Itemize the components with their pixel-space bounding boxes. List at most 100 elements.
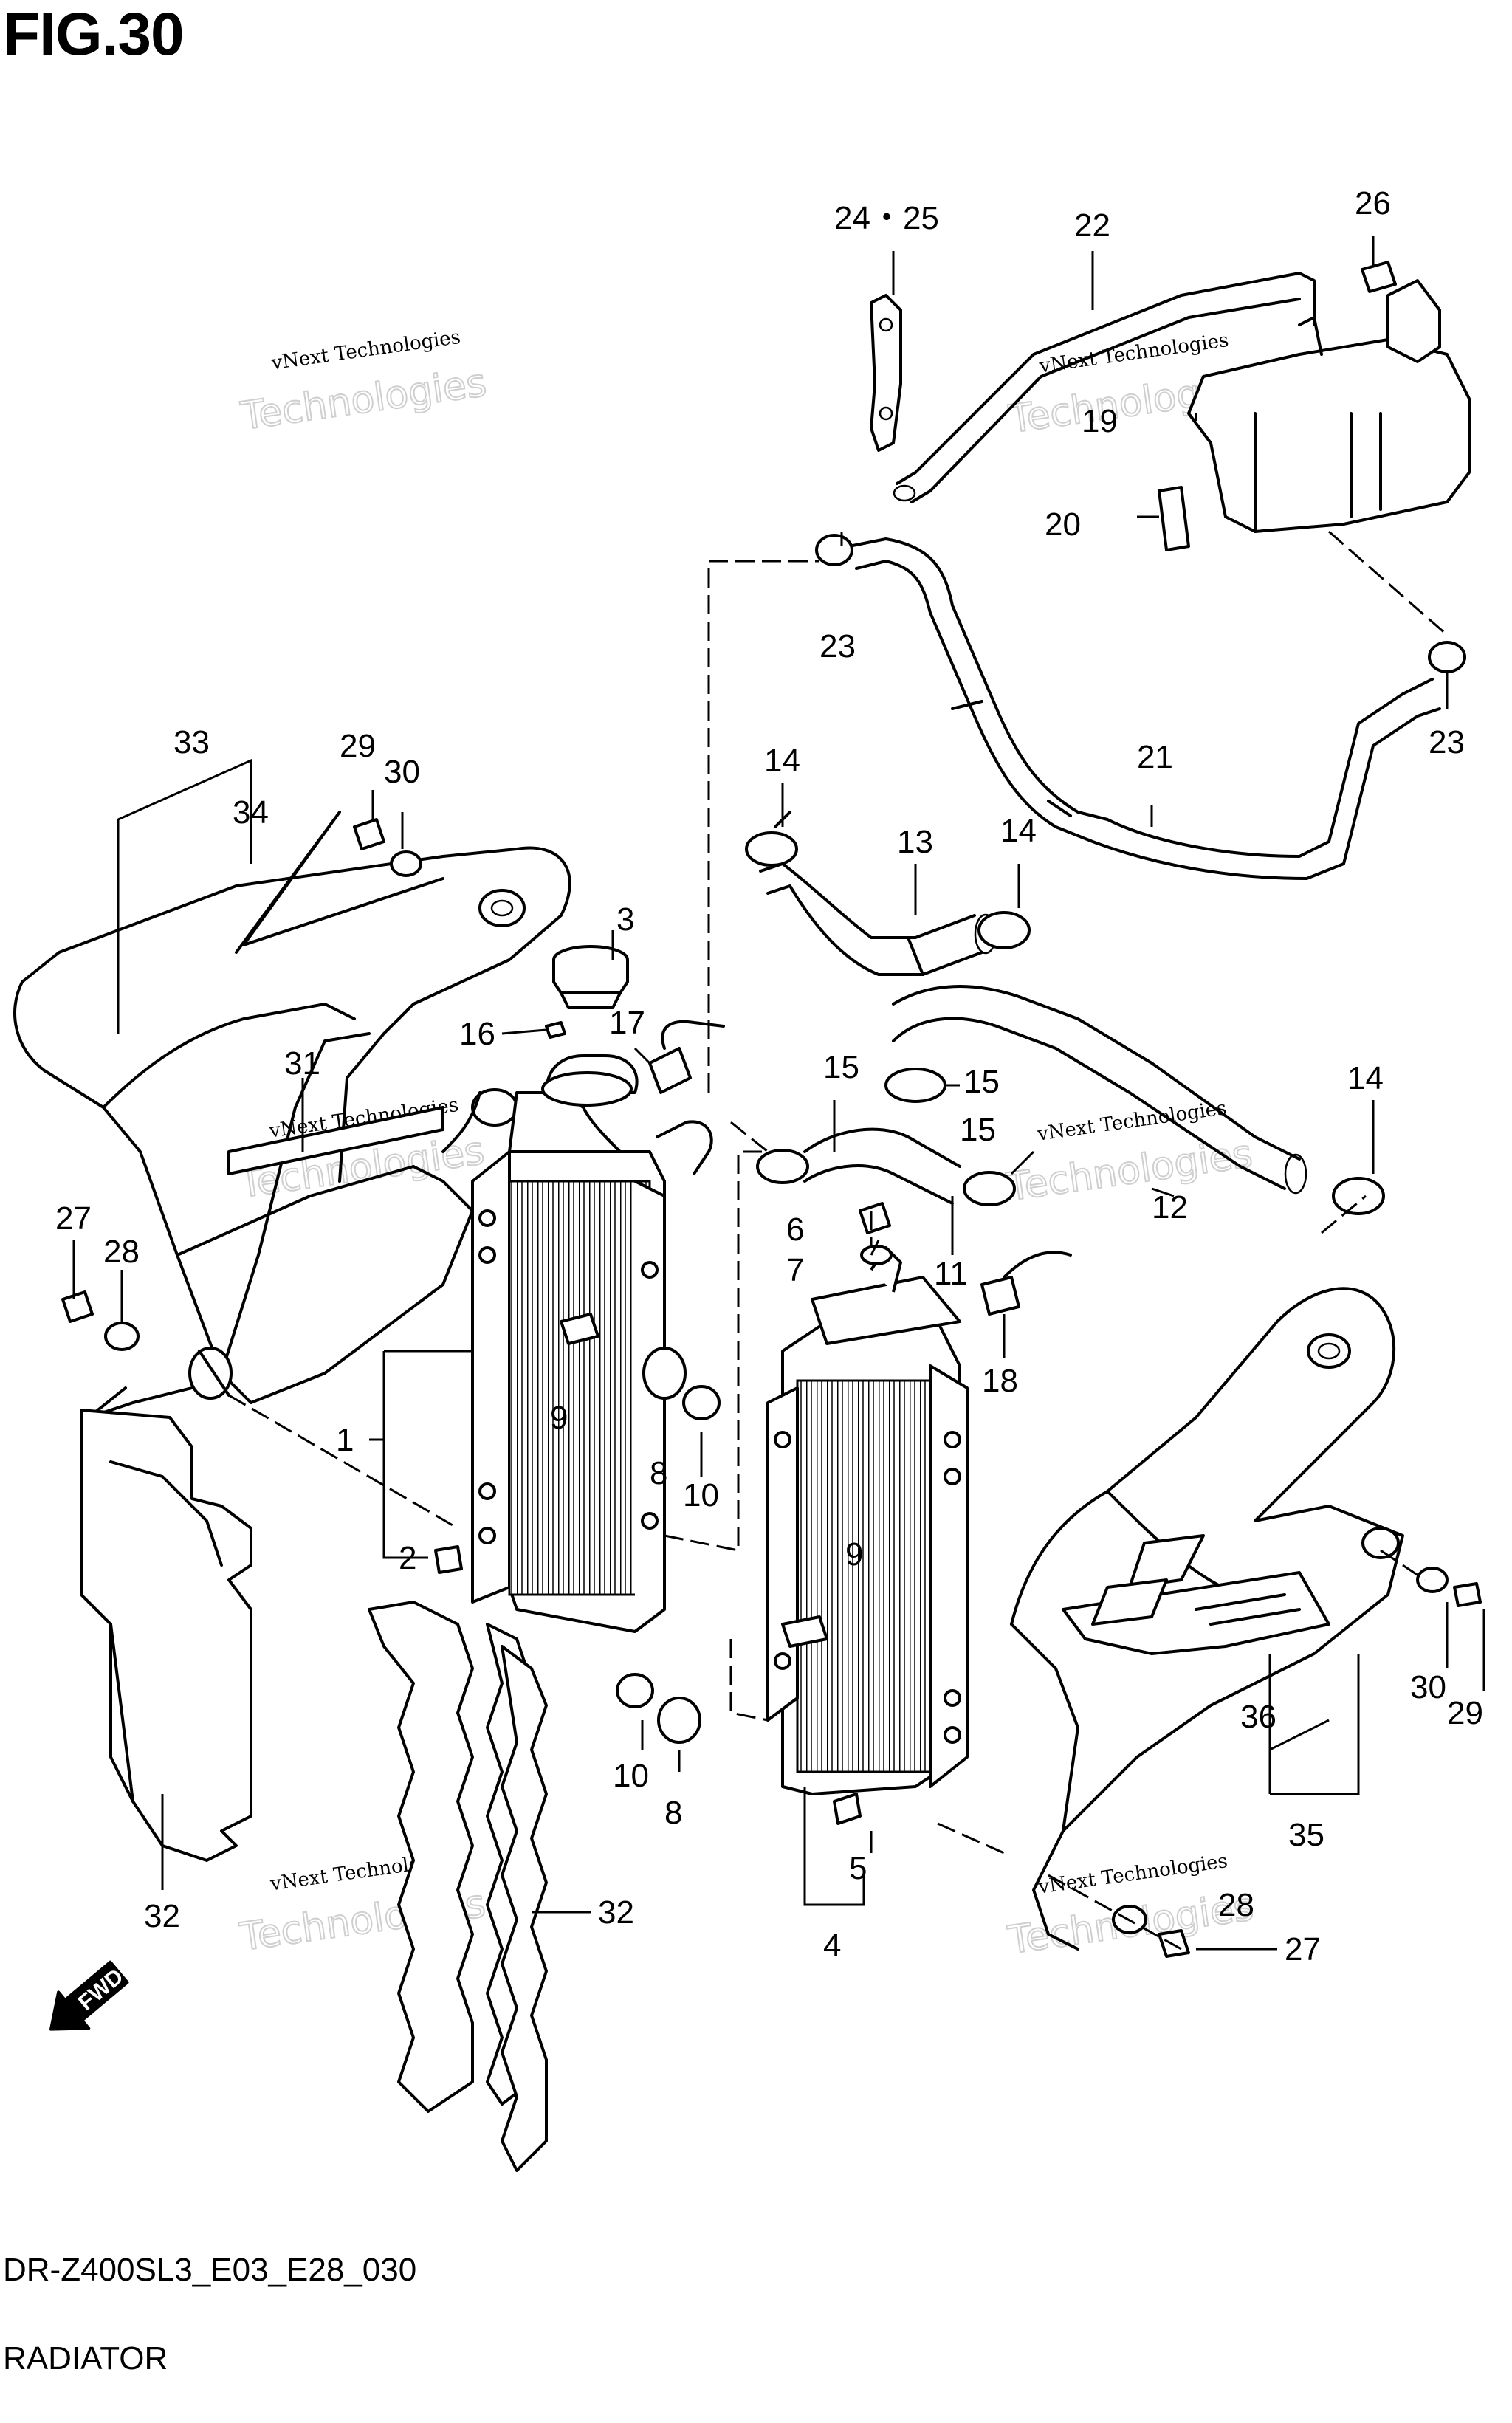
left-radiator [471, 1054, 713, 1633]
leader-lines [72, 236, 1485, 1951]
callout-28b: 28 [1218, 1887, 1254, 1923]
callout-29b: 29 [1447, 1695, 1483, 1731]
bolt-27-right [1158, 1929, 1190, 1958]
callout-1: 1 [336, 1422, 354, 1458]
callout-labels: 33 34 29 30 3 16 17 31 27 28 1 9 8 10 2 … [55, 185, 1483, 1967]
hose-clamp-14-mid [977, 911, 1031, 949]
callout-15: 15 [823, 1049, 859, 1085]
callout-20: 20 [1045, 506, 1081, 543]
washer-30-right [1416, 1567, 1449, 1593]
callout-15c: 15 [960, 1112, 996, 1148]
radiator-guard-right [501, 1645, 548, 2172]
shroud-rubber-strip [227, 1106, 444, 1175]
callout-24-25: 24・25 [834, 200, 939, 236]
callout-8: 8 [650, 1455, 667, 1491]
callout-32b: 32 [598, 1894, 634, 1931]
callout-26: 26 [1355, 185, 1391, 221]
callout-9: 9 [550, 1400, 568, 1436]
callout-4: 4 [823, 1928, 841, 1964]
callout-9b: 9 [845, 1536, 863, 1573]
callout-3: 3 [616, 901, 634, 938]
hose-clamp-15-c [963, 1171, 1016, 1206]
callout-15b: 15 [963, 1064, 1000, 1100]
grommet-8-right [657, 1697, 701, 1744]
reservoir-tank [1187, 279, 1471, 533]
bolt-6 [859, 1202, 891, 1234]
figure-title: FIG.30 [3, 1, 185, 68]
clip-2 [434, 1545, 463, 1574]
callout-19: 19 [1082, 403, 1118, 439]
callout-6: 6 [786, 1212, 804, 1248]
callout-8b: 8 [664, 1795, 682, 1831]
grommet-8-left [642, 1347, 687, 1400]
callout-10b: 10 [613, 1758, 649, 1794]
callout-21: 21 [1137, 739, 1173, 775]
bolt-29-left [353, 818, 385, 850]
callout-30b: 30 [1410, 1669, 1446, 1705]
bolt-26 [1361, 261, 1397, 293]
callout-32: 32 [144, 1898, 180, 1934]
assembly-lines [228, 530, 1448, 1951]
callout-5: 5 [849, 1850, 867, 1886]
clip-5 [833, 1793, 862, 1825]
hose-clip-24-25 [870, 294, 902, 452]
callout-10: 10 [683, 1477, 719, 1513]
bolt-27-left [61, 1290, 94, 1323]
callout-18: 18 [982, 1363, 1018, 1399]
reservoir-breather-hose-22 [893, 272, 1316, 503]
callout-23b: 23 [1429, 724, 1465, 760]
callout-14: 14 [1347, 1060, 1384, 1096]
callout-13: 13 [897, 824, 933, 860]
callout-17: 17 [609, 1005, 645, 1041]
washer-30-left [390, 850, 422, 877]
diagram-name: RADIATOR [3, 2340, 168, 2376]
callout-16: 16 [459, 1016, 495, 1052]
callout-33: 33 [173, 724, 210, 760]
bolt-16 [545, 1021, 566, 1039]
callout-31: 31 [284, 1045, 320, 1082]
right-radiator [766, 1246, 969, 1795]
left-radiator-shroud [13, 811, 571, 1419]
reservoir-hose-21 [848, 537, 1441, 880]
diagram-code: DR-Z400SL3_E03_E28_030 [3, 2252, 417, 2288]
hose-clamp-14-top [745, 811, 798, 867]
radiator-hose-13 [759, 862, 997, 976]
bolt-9-right [781, 1615, 828, 1648]
radiator-cap [552, 945, 629, 1009]
right-radiator-shroud [1010, 1287, 1404, 1951]
hose-clamp-14-right [1332, 1177, 1385, 1215]
hose-clamp-23-top [815, 534, 853, 566]
collar-10-left [682, 1385, 721, 1420]
callout-14b: 14 [764, 743, 800, 779]
hose-clamp-15-a [884, 1068, 946, 1103]
fan-sensor-17 [648, 1020, 725, 1094]
callout-14c: 14 [1000, 813, 1037, 849]
bolt-9-left [560, 1313, 599, 1345]
callout-28: 28 [103, 1234, 140, 1270]
callout-27: 27 [55, 1200, 92, 1237]
callout-7: 7 [786, 1252, 804, 1288]
callout-30: 30 [384, 754, 420, 790]
callout-2: 2 [399, 1540, 416, 1576]
radiator-guard-left [80, 1409, 252, 1862]
callout-34: 34 [233, 794, 269, 831]
callout-35: 35 [1288, 1817, 1324, 1853]
callout-12: 12 [1152, 1189, 1188, 1226]
watermark-top-left: Technologies vNext Technologies [237, 326, 489, 440]
washer-7 [860, 1245, 893, 1265]
hose-clamp-15-b [756, 1149, 809, 1184]
callout-29: 29 [340, 728, 376, 764]
radiator-hose-11 [803, 1127, 961, 1205]
grommet-20 [1158, 486, 1190, 551]
callout-23: 23 [819, 628, 856, 664]
collar-10-right [616, 1673, 654, 1708]
bolt-29-right [1453, 1582, 1482, 1607]
radiator-hose-12 [892, 985, 1307, 1195]
fwd-direction-badge: FWD [49, 1960, 129, 2031]
grommet-28-left [104, 1322, 140, 1351]
callout-22: 22 [1074, 207, 1110, 244]
callout-36: 36 [1240, 1699, 1276, 1735]
callout-11: 11 [934, 1256, 968, 1292]
hose-clamp-23-right [1428, 641, 1466, 673]
